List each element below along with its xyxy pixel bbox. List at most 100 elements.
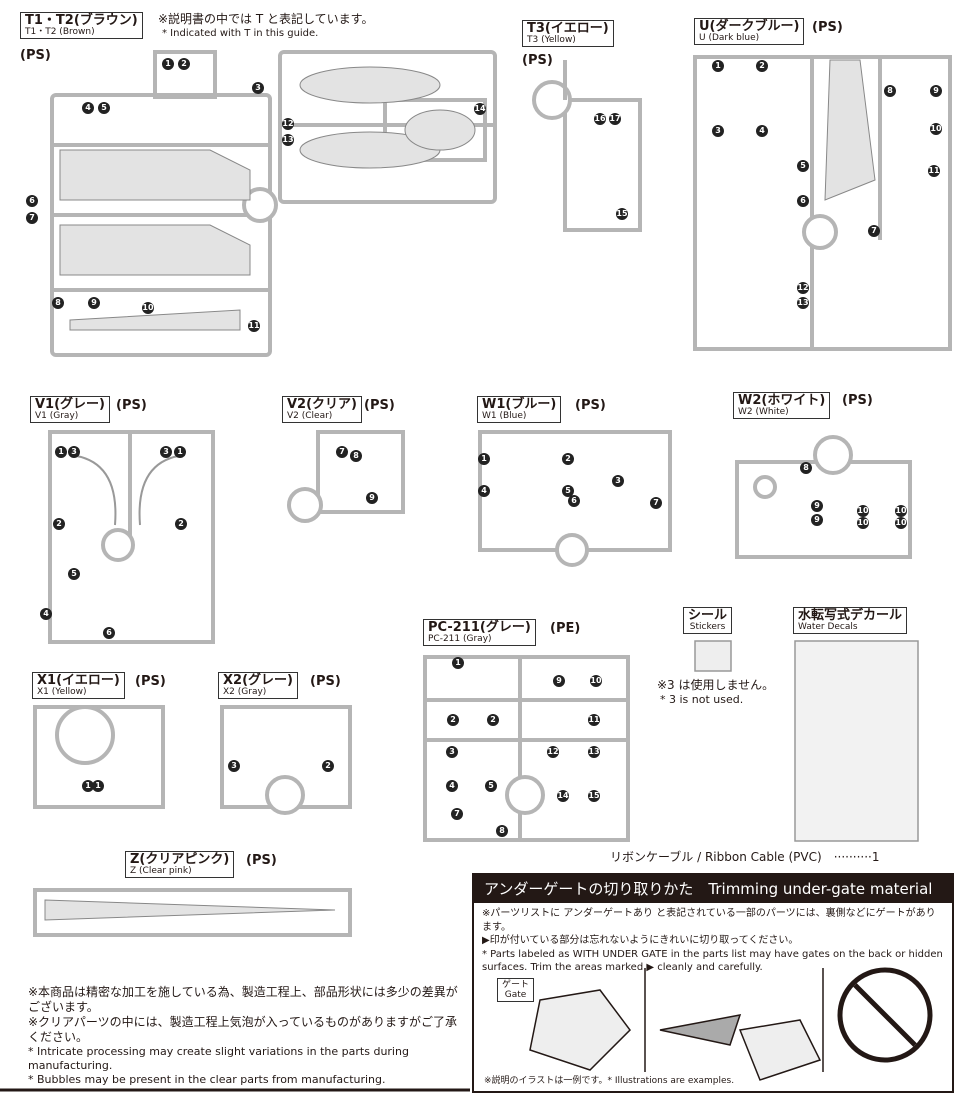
- part-number-v1: 1: [174, 446, 186, 458]
- part-number-t: 6: [26, 195, 38, 207]
- part-number-t: 13: [282, 134, 294, 146]
- part-number-w2: 9: [811, 514, 823, 526]
- part-number-v1: 6: [103, 627, 115, 639]
- part-number-t: 9: [88, 297, 100, 309]
- part-number-w2: 10: [857, 517, 869, 529]
- part-number-pc: 8: [496, 825, 508, 837]
- part-number-x2: 2: [322, 760, 334, 772]
- part-number-t3: 15: [616, 208, 628, 220]
- runner-t3-material: (PS): [522, 53, 553, 68]
- runner-v1-material: (PS): [116, 398, 147, 413]
- part-number-t: 12: [282, 118, 294, 130]
- part-number-v1: 2: [175, 518, 187, 530]
- part-number-pc: 4: [446, 780, 458, 792]
- runner-x2-material: (PS): [310, 674, 341, 689]
- part-number-t: 2: [178, 58, 190, 70]
- trimming-footer: ※説明のイラストは一例です。* Illustrations are exampl…: [484, 1076, 735, 1086]
- part-number-t: 5: [98, 102, 110, 114]
- trimming-jp1: ※パーツリストに アンダーゲートあり と表記されている一部のパーツには、裏側など…: [482, 908, 936, 933]
- runner-v1-label: V1(グレー)V1 (Gray): [30, 396, 110, 423]
- part-number-x1: 1: [92, 780, 104, 792]
- part-number-u: 13: [797, 297, 809, 309]
- runner-x2: [220, 705, 352, 815]
- runner-z-label: Z(クリアピンク)Z (Clear pink): [125, 851, 235, 878]
- runner-t-label: T1・T2(ブラウン)T1・T2 (Brown): [20, 12, 143, 39]
- part-number-pc: 2: [447, 714, 459, 726]
- part-number-u: 9: [930, 85, 942, 97]
- part-number-u: 2: [756, 60, 768, 72]
- part-number-u: 11: [928, 165, 940, 177]
- part-number-v1: 3: [68, 446, 80, 458]
- part-number-v1: 5: [68, 568, 80, 580]
- part-number-pc: 3: [446, 746, 458, 758]
- runner-t3: [532, 60, 642, 232]
- part-number-v2: 9: [366, 492, 378, 504]
- trimming-title: アンダーゲートの切り取りかた Trimming under-gate mater…: [474, 875, 952, 903]
- part-number-u: 8: [884, 85, 896, 97]
- runner-x2-label: X2(グレー)X2 (Gray): [218, 672, 298, 699]
- part-number-pc: 13: [588, 746, 600, 758]
- sticker-sheet: [694, 640, 732, 672]
- part-number-x1: 1: [82, 780, 94, 792]
- part-number-v2: 8: [350, 450, 362, 462]
- part-number-v1: 3: [160, 446, 172, 458]
- runner-x1: [33, 705, 165, 809]
- part-number-u: 6: [797, 195, 809, 207]
- runner-u: [693, 55, 952, 351]
- part-number-w1: 3: [612, 475, 624, 487]
- part-number-w1: 4: [478, 485, 490, 497]
- part-number-u: 12: [797, 282, 809, 294]
- part-number-u: 3: [712, 125, 724, 137]
- runner-t-material: (PS): [20, 48, 51, 63]
- part-number-w2: 10: [895, 505, 907, 517]
- part-number-t3: 17: [609, 113, 621, 125]
- part-number-t: 4: [82, 102, 94, 114]
- stickers-note-jp: ※3 は使用しません。: [657, 678, 775, 692]
- runner-u-material: (PS): [812, 20, 843, 35]
- note-jp2: ※クリアパーツの中には、製造工程上気泡が入っているものがありますがご了承ください…: [28, 1015, 457, 1044]
- part-number-t: 10: [142, 302, 154, 314]
- part-number-v1: 1: [55, 446, 67, 458]
- runner-pc-label: PC-211(グレー)PC-211 (Gray): [423, 619, 536, 646]
- trimming-illustrations: [529, 967, 933, 1081]
- runner-pc-material: (PE): [550, 621, 581, 636]
- t-note-jp: ※説明書の中では T と表記しています。: [158, 12, 374, 26]
- runner-v2-label: V2(クリア)V2 (Clear): [282, 396, 362, 423]
- note-jp1: ※本商品は精密な加工を施している為、製造工程上、部品形状には多少の差異がございま…: [28, 985, 458, 1014]
- runner-z-material: (PS): [246, 853, 277, 868]
- runner-w2-label: W2(ホワイト)W2 (White): [733, 392, 831, 419]
- runner-pc211: [423, 655, 630, 842]
- part-number-pc: 7: [451, 808, 463, 820]
- trimming-en: * Parts labeled as WITH UNDER GATE in th…: [482, 948, 943, 974]
- part-number-t: 11: [248, 320, 260, 332]
- part-number-pc: 5: [485, 780, 497, 792]
- decal-sheet: [794, 640, 919, 842]
- part-number-w2: 10: [857, 505, 869, 517]
- runner-t1: [50, 50, 278, 357]
- part-number-w1: 5: [562, 485, 574, 497]
- part-number-u: 1: [712, 60, 724, 72]
- part-number-w2: 8: [800, 462, 812, 474]
- runner-x1-material: (PS): [135, 674, 166, 689]
- runner-w2-material: (PS): [842, 393, 873, 408]
- part-number-pc: 11: [588, 714, 600, 726]
- runner-v1: [48, 430, 215, 644]
- part-number-t: 14: [474, 103, 486, 115]
- runner-u-label: U(ダークブルー)U (Dark blue): [694, 18, 805, 45]
- runner-w1-label: W1(ブルー)W1 (Blue): [477, 396, 562, 423]
- part-number-pc: 9: [553, 675, 565, 687]
- part-number-v1: 2: [53, 518, 65, 530]
- part-number-t: 8: [52, 297, 64, 309]
- note-en2: * Bubbles may be present in the clear pa…: [28, 1072, 386, 1086]
- part-number-pc: 12: [547, 746, 559, 758]
- part-number-w1: 6: [568, 495, 580, 507]
- part-number-w2: 10: [895, 517, 907, 529]
- runner-z: [33, 888, 352, 937]
- note-en1: * Intricate processing may create slight…: [28, 1045, 409, 1072]
- notes-block: ※本商品は精密な加工を施している為、製造工程上、部品形状には多少の差異がございま…: [28, 985, 458, 1086]
- part-number-w1: 1: [478, 453, 490, 465]
- part-number-pc: 1: [452, 657, 464, 669]
